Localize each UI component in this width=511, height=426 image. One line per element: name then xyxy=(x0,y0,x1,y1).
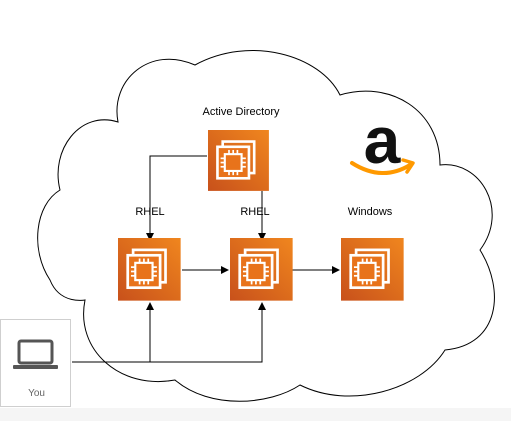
label-you: You xyxy=(28,388,45,399)
svg-text:a: a xyxy=(364,103,402,177)
amazon-logo-icon: a xyxy=(350,103,415,177)
user-node[interactable]: You xyxy=(0,319,71,407)
ec2-rhel-1-icon[interactable] xyxy=(116,236,182,302)
ec2-windows-icon[interactable] xyxy=(339,236,405,302)
canvas-bottom-strip xyxy=(0,408,511,421)
label-active-directory: Active Directory xyxy=(202,106,280,118)
label-rhel-2: RHEL xyxy=(240,206,270,218)
ec2-active-directory-icon[interactable] xyxy=(206,128,271,193)
connectors xyxy=(72,155,340,363)
ec2-rhel-2-icon[interactable] xyxy=(228,236,294,302)
label-rhel-1: RHEL xyxy=(135,206,165,218)
aws-cloud-outline xyxy=(37,50,495,402)
label-windows: Windows xyxy=(347,206,393,218)
laptop-icon xyxy=(13,339,58,369)
